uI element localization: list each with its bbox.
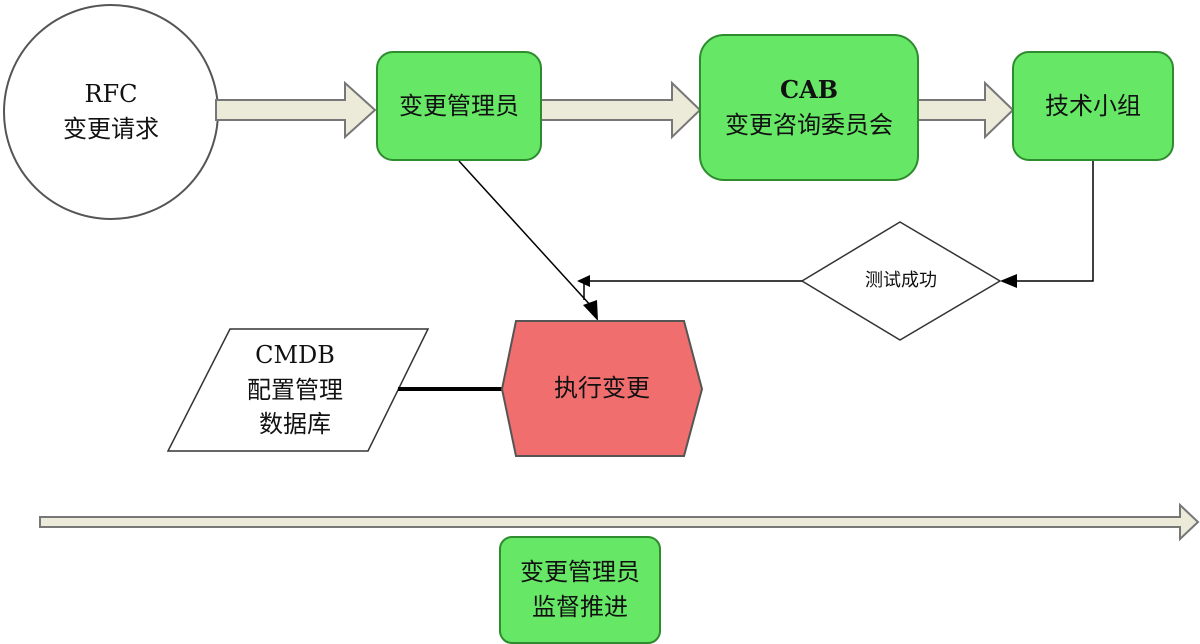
cab-title: CAB — [779, 74, 838, 104]
connector-tech-to-test — [1016, 161, 1094, 282]
cmdb-title: CMDB — [255, 340, 335, 369]
rfc-title: RFC — [84, 80, 138, 109]
change-manager-text: 变更管理员 — [399, 91, 519, 120]
change-manager-node — [376, 51, 542, 161]
cmdb-label: CMDB 配置管理 数据库 — [220, 332, 370, 448]
arrowhead-manager-to-execute — [583, 300, 598, 321]
arrow-rfc-to-manager — [215, 80, 377, 140]
supervisor-line2: 监督推进 — [532, 593, 628, 621]
cab-subtitle: 变更咨询委员会 — [725, 110, 893, 139]
execute-change-label: 执行变更 — [502, 321, 702, 456]
arrowhead-test-to-execute — [577, 275, 590, 287]
arrow-cab-to-tech — [917, 80, 1015, 140]
connector-test-to-execute — [583, 280, 802, 300]
timeline-arrow — [39, 502, 1200, 542]
cmdb-line3: 数据库 — [259, 410, 331, 439]
tech-team-label: 技术小组 — [1013, 52, 1173, 160]
rfc-label: RFC 变更请求 — [4, 62, 218, 162]
test-success-text: 测试成功 — [865, 269, 937, 291]
change-manager-label: 变更管理员 — [377, 52, 541, 160]
cab-node — [699, 34, 919, 181]
arrowhead-tech-to-test — [1000, 274, 1017, 288]
test-success-label: 测试成功 — [802, 256, 1000, 306]
tech-team-node — [1012, 51, 1174, 161]
execute-change-text: 执行变更 — [554, 374, 650, 403]
execute-change-node — [500, 320, 704, 457]
rfc-subtitle: 变更请求 — [63, 115, 159, 143]
tech-team-text: 技术小组 — [1045, 91, 1141, 120]
cmdb-node — [166, 328, 430, 452]
arrow-manager-to-cab — [540, 80, 702, 140]
supervisor-node — [499, 536, 661, 644]
supervisor-label: 变更管理员 监督推进 — [500, 537, 660, 643]
test-success-decision — [800, 221, 1002, 341]
supervisor-line1: 变更管理员 — [520, 558, 640, 587]
connector-manager-to-execute — [458, 160, 593, 308]
cab-label: CAB 变更咨询委员会 — [700, 35, 918, 180]
cmdb-line2: 配置管理 — [247, 375, 343, 404]
